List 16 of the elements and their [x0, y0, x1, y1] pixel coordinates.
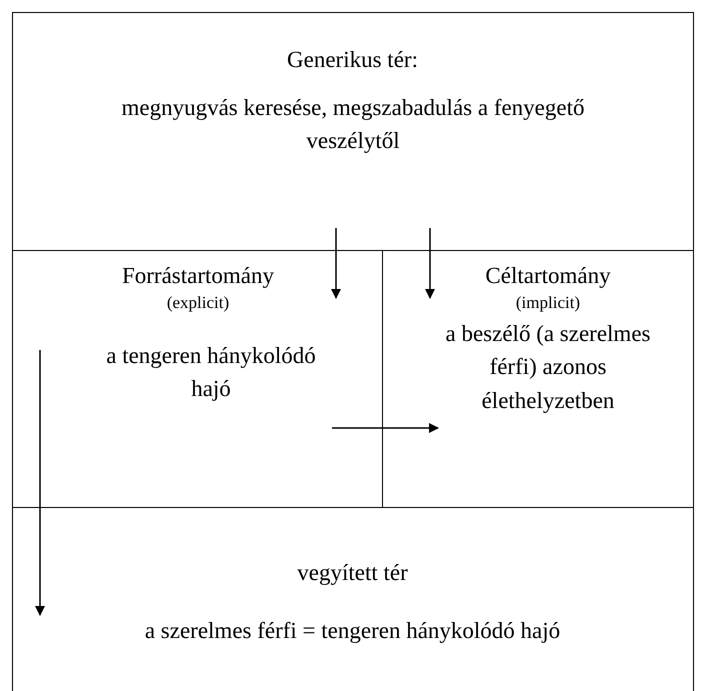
arrow [332, 423, 439, 433]
domain-description: a beszélő (a szerelmes férfi) azonos élethelyzetben [444, 320, 652, 415]
space-heading: Generikus tér: [286, 46, 419, 74]
diagram-panel [12, 507, 694, 691]
domain-note: (explicit) [166, 292, 230, 314]
space-description: a szerelmes férfi = tengeren hánykolódó hajó [144, 617, 562, 645]
domain-heading: Céltartomány [484, 262, 612, 290]
domain-note: (implicit) [514, 292, 582, 314]
diagram-panel [12, 12, 694, 251]
domain-description: a tengeren hánykolódó hajó [105, 342, 317, 404]
space-heading: vegyített tér [296, 559, 409, 587]
space-description: megnyugvás keresése, megszabadulás a fenyegető veszélytől [120, 94, 586, 156]
arrow [425, 228, 435, 299]
arrow [35, 350, 45, 616]
arrow [331, 228, 341, 299]
domain-heading: Forrástartomány [120, 262, 275, 290]
